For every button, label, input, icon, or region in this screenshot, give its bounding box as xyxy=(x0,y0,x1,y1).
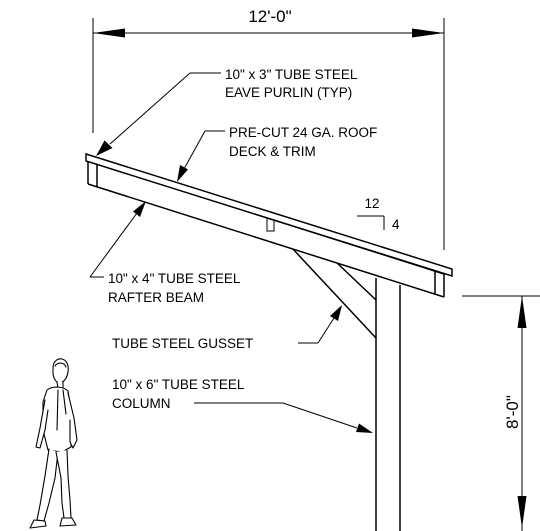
span-dimension-text: 12'-0" xyxy=(248,7,291,26)
person-jacket-lapel xyxy=(56,389,67,431)
span-arrow-left xyxy=(93,28,125,38)
roof-deck-panel xyxy=(85,152,453,278)
rafter-beam-fill xyxy=(88,161,444,297)
purlin-leader-diagonal xyxy=(109,72,191,145)
callout-column: 10" x 6" TUBE STEEL COLUMN xyxy=(112,377,373,433)
deck-label-line1: PRE-CUT 24 GA. ROOF xyxy=(229,125,377,140)
column-leader-diagonal xyxy=(282,402,358,429)
callout-gusset: TUBE STEEL GUSSET xyxy=(112,305,342,351)
person-head xyxy=(52,358,69,384)
person-hair xyxy=(54,362,67,368)
deck-label-line2: DECK & TRIM xyxy=(229,144,316,159)
span-arrow-right xyxy=(412,28,444,38)
deck-leader-diagonal xyxy=(183,130,206,170)
deck-leader-arrow xyxy=(177,165,188,182)
purlin-leader-arrow xyxy=(96,140,113,156)
slope-run-text: 12 xyxy=(364,196,379,211)
slope-rise-text: 4 xyxy=(392,217,400,232)
height-dimension: 8'-0" xyxy=(462,295,540,531)
gusset xyxy=(290,246,377,339)
height-arrow-top xyxy=(517,296,527,328)
column-label-line1: 10" x 6" TUBE STEEL xyxy=(112,377,245,392)
column xyxy=(375,278,401,531)
callout-roof-deck: PRE-CUT 24 GA. ROOF DECK & TRIM xyxy=(177,125,377,182)
person-leg-front xyxy=(55,449,72,519)
rafter-beam-bottom xyxy=(87,183,445,298)
person-shoe-back xyxy=(29,519,47,529)
rafter-label-line1: 10" x 4" TUBE STEEL xyxy=(108,271,241,286)
person-arm-back xyxy=(35,399,49,449)
scale-figure-person xyxy=(29,358,78,529)
rafter-label-line2: RAFTER BEAM xyxy=(108,290,204,305)
purlin-label-line2: EAVE PURLIN (TYP) xyxy=(225,85,352,100)
gusset-outer-edge xyxy=(290,246,377,339)
height-arrow-bottom xyxy=(517,496,527,528)
span-dimension: 12'-0" xyxy=(92,7,445,250)
column-label-line2: COLUMN xyxy=(112,396,171,411)
person-arm-front xyxy=(67,392,78,449)
person-shoe-front xyxy=(59,517,77,527)
gusset-leader-diagonal xyxy=(317,317,335,344)
slope-indicator: 12 4 xyxy=(357,196,400,232)
callout-rafter-beam: 10" x 4" TUBE STEEL RAFTER BEAM xyxy=(89,201,241,305)
column-leader-arrow xyxy=(356,423,373,433)
height-dimension-text: 8'-0" xyxy=(503,395,522,429)
gusset-leader-arrow xyxy=(330,305,342,321)
callout-eave-purlin: 10" x 3" TUBE STEEL EAVE PURLIN (TYP) xyxy=(96,67,358,156)
gusset-label: TUBE STEEL GUSSET xyxy=(112,336,253,351)
purlin-label-line1: 10" x 3" TUBE STEEL xyxy=(225,67,358,82)
rafter-leader-arrow xyxy=(133,201,146,217)
roof-deck xyxy=(85,152,453,278)
person-leg-back xyxy=(36,448,59,522)
gusset-inner-edge xyxy=(335,261,377,301)
rafter-leader-diagonal xyxy=(89,212,138,278)
